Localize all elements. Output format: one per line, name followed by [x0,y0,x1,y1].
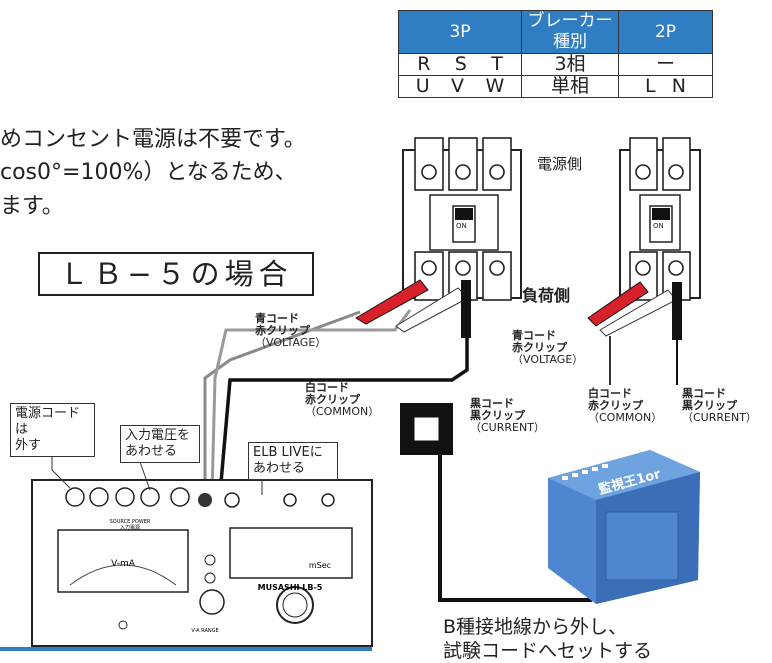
source-power-jp: 入力電源 [120,524,140,531]
accent-bar [0,647,372,651]
breaker-3p [402,137,522,301]
lead-white-left: 白コード赤クリップ（COMMON） [305,381,380,418]
monitor-device [548,450,700,604]
black-clip-right [672,282,682,340]
range-label: V-A RANGE [191,628,218,634]
phase-r: R [417,53,431,75]
red-clip-right [587,281,649,327]
phase-s: S [454,53,467,75]
tester-unit [31,479,373,647]
lead-blue-right: 青コード赤クリップ（VOLTAGE） [512,329,584,366]
table-header-row: 3P ブレーカー種別 2P [398,10,713,54]
cell-type: 3相 [521,53,619,76]
on-label-3p: ON [456,222,467,230]
diagram-title: ＬＢ−５の場合 [59,257,293,291]
phase-l: L [645,75,656,97]
tester-model: MUSASHI LB-5 [258,583,323,592]
black-clip-left [461,280,471,338]
cell-3p: U V W [398,75,522,98]
meter-label: V-mA [111,559,136,569]
breaker-2p [619,137,701,301]
phase-n: N [671,75,686,97]
msec-label: mSec [309,561,331,570]
header-3p: 3P [398,10,522,54]
ground-note-line2: 試験コードへセットする [443,640,653,662]
phase-table: 3P ブレーカー種別 2P R S T 3相 ー U V W 単相 L N [398,10,713,98]
cell-type: 単相 [521,75,619,98]
source-side-label: 電源側 [537,155,583,173]
source-power-label: SOURCE POWER [110,519,151,525]
on-label-2p: ON [653,222,664,230]
callout-power-cord: 電源コードは外す [10,403,95,457]
callout-input-voltage: 入力電圧をあわせる [120,425,200,463]
lead-black-right: 黒コード黒クリップ（CURRENT） [682,387,757,424]
intro-line-3: ます。 [0,194,64,219]
phase-w: W [485,75,505,97]
header-2p: 2P [618,10,713,54]
ground-note-line1: B種接地線から外し、 [443,616,628,638]
red-clip-left [355,279,429,325]
intro-line-2: cos0°=100%）となるため、 [0,160,297,185]
phase-u: U [415,75,430,97]
intro-line-1: めコンセント電源は不要です。 [0,127,306,152]
table-row: U V W 単相 L N [398,75,713,98]
cell-2p: L N [618,75,713,98]
lead-blue-left: 青コード赤クリップ（VOLTAGE） [255,312,327,349]
load-side-label: 負荷側 [522,286,571,305]
diagram-title-box: ＬＢ−５の場合 [38,252,314,296]
callout-elb-live: ELB LIVEにあわせる [248,442,338,480]
phase-t: T [491,53,503,75]
phase-v: V [451,75,465,97]
lead-black-left: 黒コード黒クリップ（CURRENT） [470,397,545,434]
lead-white-right: 白コード赤クリップ（COMMON） [588,387,663,424]
